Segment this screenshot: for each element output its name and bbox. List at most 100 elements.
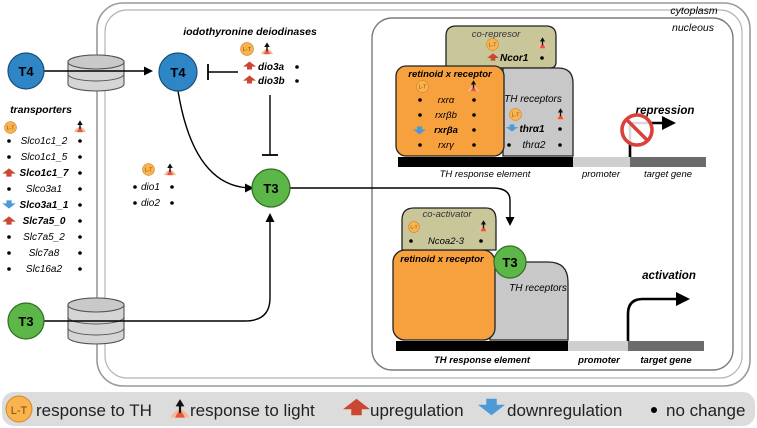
no-change-legend-icon: [651, 407, 657, 413]
no-change-dot: [472, 113, 476, 117]
svg-text:T3: T3: [18, 314, 33, 329]
t3-outside: T3: [7, 302, 45, 340]
light-icon: [163, 163, 177, 176]
gene-rxrbb: rxrβb: [435, 110, 457, 121]
target-gene-bar: [630, 157, 706, 167]
lt-icon: [509, 108, 522, 121]
no-change-dot: [507, 143, 511, 147]
th-response-element-bar: [396, 341, 568, 351]
t3-channel: [67, 297, 125, 345]
legend-no-change: no change: [666, 401, 745, 420]
no-change-dot: [7, 187, 11, 191]
no-change-dot: [78, 235, 82, 239]
lt-icon: [486, 38, 499, 51]
th-receptors-label-top: TH receptors: [504, 94, 562, 105]
inhibit-t4-by-deiodinases: [207, 64, 238, 80]
target-gene-label-bottom: target gene: [640, 355, 692, 366]
arrow-t4-to-t3: [177, 90, 254, 193]
cell-inner-membrane: [104, 9, 743, 379]
no-change-dot: [170, 185, 174, 189]
activation-label: activation: [642, 270, 696, 282]
legend-response-light: response to light: [190, 401, 315, 420]
no-change-dot: [78, 267, 82, 271]
transporter-gene: Slc7a8: [29, 248, 60, 259]
promoter-bar: [573, 157, 630, 167]
t4-outside: T4: [7, 52, 45, 90]
lt-icon: [4, 121, 17, 134]
transcription-arrow-bottom: [626, 292, 690, 341]
legend-downregulation: downregulation: [507, 401, 622, 420]
no-change-dot: [78, 187, 82, 191]
co-repressor-complex: [445, 25, 557, 69]
th-receptor-bottom: [489, 261, 569, 341]
upregulation-icon: [2, 216, 16, 225]
no-change-dot: [78, 171, 82, 175]
lt-icon: [408, 221, 420, 233]
legend-response-th: response to TH: [36, 401, 152, 420]
co-activator-label: co-activator: [422, 209, 472, 220]
transporters-title: transporters: [10, 104, 72, 116]
no-change-dot: [133, 201, 137, 205]
no-change-dot: [7, 251, 11, 255]
svg-text:L-T: L-T: [11, 405, 28, 417]
no-change-dot: [472, 98, 476, 102]
repression-label: repression: [636, 105, 695, 117]
th-response-label-bottom: TH response element: [434, 355, 531, 366]
svg-text:T4: T4: [170, 65, 186, 80]
transporter-gene: Slc16a2: [26, 264, 63, 275]
no-change-dot: [409, 239, 413, 243]
target-gene-bar: [628, 341, 704, 351]
no-transcription-icon: [620, 113, 654, 147]
lt-icon: [240, 42, 254, 56]
svg-text:T3: T3: [263, 181, 278, 196]
gene-thra2: thrα2: [523, 140, 546, 151]
light-icon: [260, 42, 274, 55]
transporter-gene: Slco1c1_7: [20, 168, 69, 179]
transporter-list: Slco1c1_2Slco1c1_5Slco1c1_7Slco3a1Slco3a…: [2, 136, 82, 275]
promoter-label-bottom: promoter: [577, 355, 621, 366]
transporter-gene: Slc7a5_0: [23, 216, 66, 227]
gene-rxrg: rxrγ: [438, 140, 455, 151]
transporter-gene: Slco3a1: [26, 184, 62, 195]
no-change-dot: [418, 143, 422, 147]
lt-icon: [142, 163, 155, 176]
gene-dio3b: dio3b: [258, 76, 285, 87]
gene-thra1: thrα1: [519, 124, 545, 135]
lt-icon: [416, 80, 429, 93]
downregulation-icon: [2, 200, 16, 209]
no-change-dot: [295, 65, 299, 69]
nucleous-label: nucleous: [672, 22, 715, 34]
no-change-dot: [540, 56, 544, 60]
svg-text:T4: T4: [18, 64, 34, 79]
gene-ncoa23: Ncoa2-3: [428, 236, 465, 247]
no-change-dot: [295, 79, 299, 83]
t3-bound: T3: [493, 245, 527, 279]
legend-upregulation: upregulation: [370, 401, 464, 420]
no-change-dot: [78, 251, 82, 255]
t4-inside: T4: [158, 52, 198, 92]
no-change-dot: [558, 127, 562, 131]
th-response-label-top: TH response element: [440, 169, 531, 180]
no-change-dot: [7, 267, 11, 271]
lt-legend-icon: L-T: [5, 395, 33, 423]
no-change-dot: [479, 239, 483, 243]
no-change-dot: [78, 203, 82, 207]
promoter-label-top: promoter: [581, 169, 621, 180]
th-response-element-bar: [398, 157, 573, 167]
no-change-dot: [472, 128, 476, 132]
t3-inside: T3: [251, 168, 291, 208]
cytoplasm-label: cytoplasm: [670, 5, 718, 17]
gene-dio2: dio2: [141, 198, 160, 209]
no-change-dot: [78, 155, 82, 159]
upregulation-icon: [243, 75, 256, 84]
rxr-label-top: retinoid x receptor: [408, 69, 493, 80]
no-change-dot: [418, 113, 422, 117]
no-change-dot: [78, 219, 82, 223]
t4-channel: [67, 54, 125, 92]
transporter-gene: Slco1c1_2: [21, 136, 68, 147]
upregulation-icon: [2, 168, 16, 177]
th-receptors-label-bottom: TH receptors: [509, 283, 567, 294]
cell-membrane: [96, 2, 751, 387]
gene-dio3a: dio3a: [258, 62, 285, 73]
no-change-dot: [418, 98, 422, 102]
